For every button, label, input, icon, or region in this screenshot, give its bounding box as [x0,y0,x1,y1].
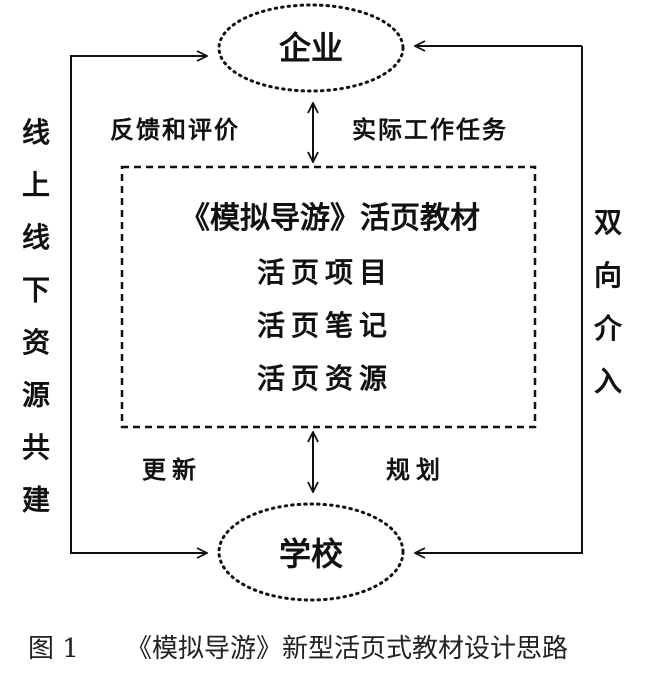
figure-caption: 图 1 《模拟导游》新型活页式教材设计思路 [0,622,654,666]
feedback-label: 反馈和评价 [110,115,240,144]
textbook-box: 《模拟导游》活页教材 活页项目 活页笔记 活页资源 [120,165,537,429]
school-node: 学校 [217,502,405,602]
tasks-label: 实际工作任务 [352,115,508,144]
right-side-text-char: 向 [594,259,622,292]
textbook-item: 活页资源 [257,362,393,395]
enterprise-node: 企业 [217,3,405,93]
figure-number: 图 1 [28,634,79,664]
left-side-text-char: 共 [22,431,50,464]
right-side-text-char: 介 [593,312,623,345]
right-side-text: 双向介入 [593,206,623,398]
update-label: 更新 [142,455,202,484]
enterprise-label: 企业 [279,29,343,67]
design-diagram: 企业 学校 《模拟导游》活页教材 活页项目 活页笔记 活页资源 反馈和评价 实际… [22,3,623,602]
left-side-label: 线上线下资源共建 [22,116,50,517]
textbook-item: 活页项目 [257,256,393,289]
right-side-text-char: 入 [594,365,622,398]
left-side-text-char: 源 [22,379,50,412]
right-side-text-char: 双 [594,206,622,239]
right-loop-arrow [415,46,583,553]
left-side-text-char: 下 [22,274,50,307]
left-side-text: 线上线下资源共建 [22,116,50,517]
textbook-title: 《模拟导游》活页教材 [180,201,480,236]
right-side-label: 双向介入 [593,206,623,398]
school-label: 学校 [279,535,343,573]
textbook-item: 活页笔记 [257,309,393,342]
left-side-text-char: 线 [22,116,50,149]
left-side-text-char: 资 [22,326,50,359]
left-side-text-char: 线 [22,221,50,254]
left-side-text-char: 上 [22,169,50,202]
left-side-text-char: 建 [22,484,50,517]
plan-label: 规划 [386,455,446,484]
figure-caption-text: 《模拟导游》新型活页式教材设计思路 [126,634,569,664]
